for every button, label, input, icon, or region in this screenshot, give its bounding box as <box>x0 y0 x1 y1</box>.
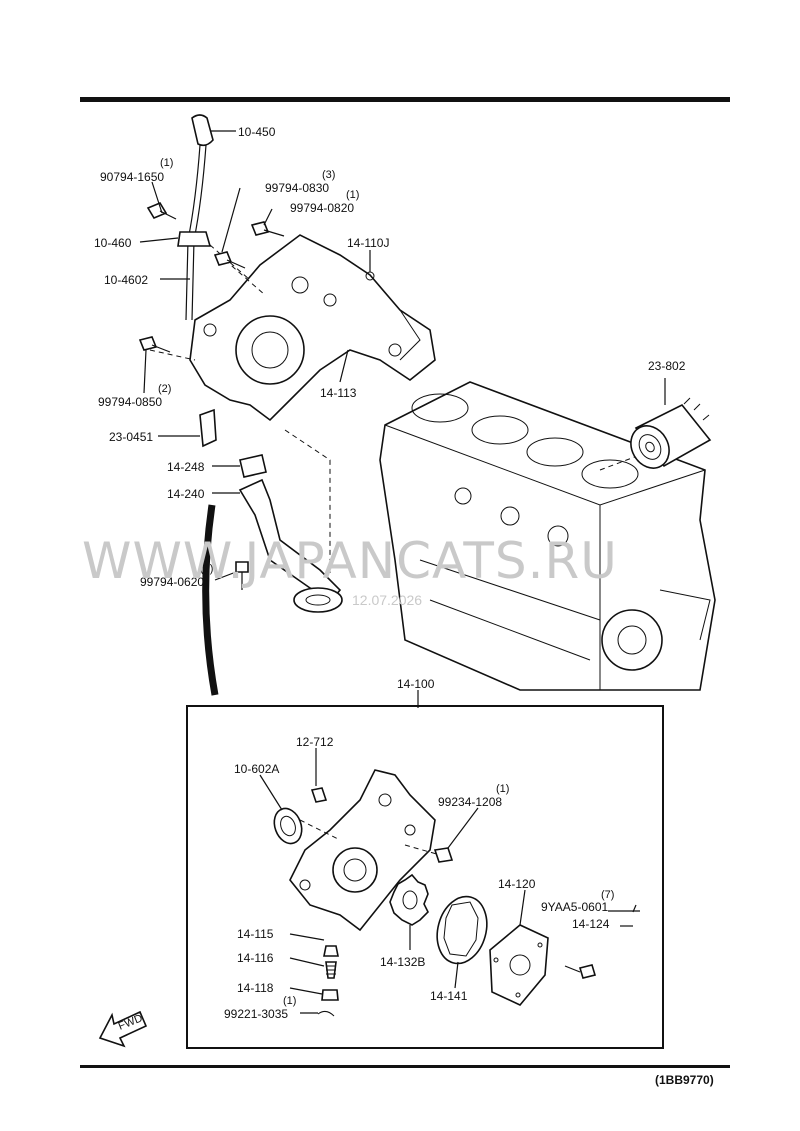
label-10-4602: 10-4602 <box>104 273 148 287</box>
cylinder-block-illustration <box>379 381 716 691</box>
relief-valve-illustration <box>317 945 339 1017</box>
label-12-712: 12-712 <box>296 735 334 749</box>
label-14-248: 14-248 <box>167 460 205 474</box>
qty-99794-0830: (3) <box>322 169 335 181</box>
label-9yaa5-0601: 9YAA5-0601 <box>541 900 608 914</box>
outer-rotor-illustration <box>436 895 488 965</box>
qty-99794-0620: (2) <box>200 563 213 575</box>
leader-lines-upper <box>139 130 666 708</box>
label-14-141: 14-141 <box>430 989 468 1003</box>
qty-99794-0850: (2) <box>158 383 171 395</box>
label-10-450: 10-450 <box>238 125 276 139</box>
leader-lines-lower <box>259 748 640 1014</box>
oil-seal-illustration <box>199 408 217 448</box>
label-14-124: 14-124 <box>572 917 610 931</box>
oil-pump-body-illustration <box>149 234 436 422</box>
qty-9yaa5-0601: (7) <box>601 889 614 901</box>
label-14-118: 14-118 <box>237 981 274 995</box>
qty-99794-0820: (1) <box>346 189 359 201</box>
fwd-arrow-icon: FWD <box>98 1010 148 1048</box>
oil-strainer-illustration <box>238 429 343 613</box>
label-10-460: 10-460 <box>94 236 132 250</box>
header-rule <box>80 97 730 102</box>
qty-90794-1650: (1) <box>160 157 173 169</box>
label-23-0451: 23-0451 <box>109 430 153 444</box>
decorative-curve <box>202 504 219 696</box>
pump-body-exploded-illustration <box>289 769 441 932</box>
pump-cover-illustration <box>489 924 549 1006</box>
screw-illustration <box>564 964 597 979</box>
front-oil-seal-illustration <box>273 807 303 845</box>
label-14-110j: 14-110J <box>347 236 389 250</box>
label-99794-0850: 99794-0850 <box>98 395 162 409</box>
label-99234-1208: 99234-1208 <box>438 795 502 809</box>
inner-rotor-illustration <box>389 873 429 926</box>
label-14-240: 14-240 <box>167 487 205 501</box>
oil-filter-illustration <box>630 397 712 469</box>
gasket-illustration <box>239 454 267 478</box>
label-90794-1650: 90794-1650 <box>100 170 164 184</box>
label-14-113: 14-113 <box>320 386 357 400</box>
label-23-802: 23-802 <box>648 359 686 373</box>
label-14-116: 14-116 <box>237 951 274 965</box>
watermark-date: 12.07.2026 <box>352 592 422 608</box>
watermark: WWW.JAPANCATS.RU <box>82 532 618 590</box>
sub-assembly-box <box>186 705 664 1049</box>
label-14-132b: 14-132B <box>380 955 425 969</box>
bolt-icon <box>138 201 375 590</box>
label-99794-0820: 99794-0820 <box>290 201 354 215</box>
dowel-pin-illustration <box>310 787 328 803</box>
diagram-code: (1BB9770) <box>655 1073 714 1087</box>
label-14-120: 14-120 <box>498 877 536 891</box>
qty-99221-3035: (1) <box>283 995 296 1007</box>
label-99794-0620: 99794-0620 <box>140 575 204 589</box>
label-14-115: 14-115 <box>237 927 274 941</box>
label-10-602a: 10-602A <box>234 762 279 776</box>
label-14-100: 14-100 <box>397 677 435 691</box>
label-99221-3035: 99221-3035 <box>224 1007 288 1021</box>
label-99794-0830: 99794-0830 <box>265 181 329 195</box>
part-labels: 10-450 (1) 90794-1650 (3) 99794-0830 (1)… <box>94 125 714 1087</box>
dipstick-illustration <box>177 114 214 321</box>
qty-99234-1208: (1) <box>496 783 509 795</box>
footer-rule <box>80 1065 730 1068</box>
spring-pin-illustration <box>433 847 454 863</box>
